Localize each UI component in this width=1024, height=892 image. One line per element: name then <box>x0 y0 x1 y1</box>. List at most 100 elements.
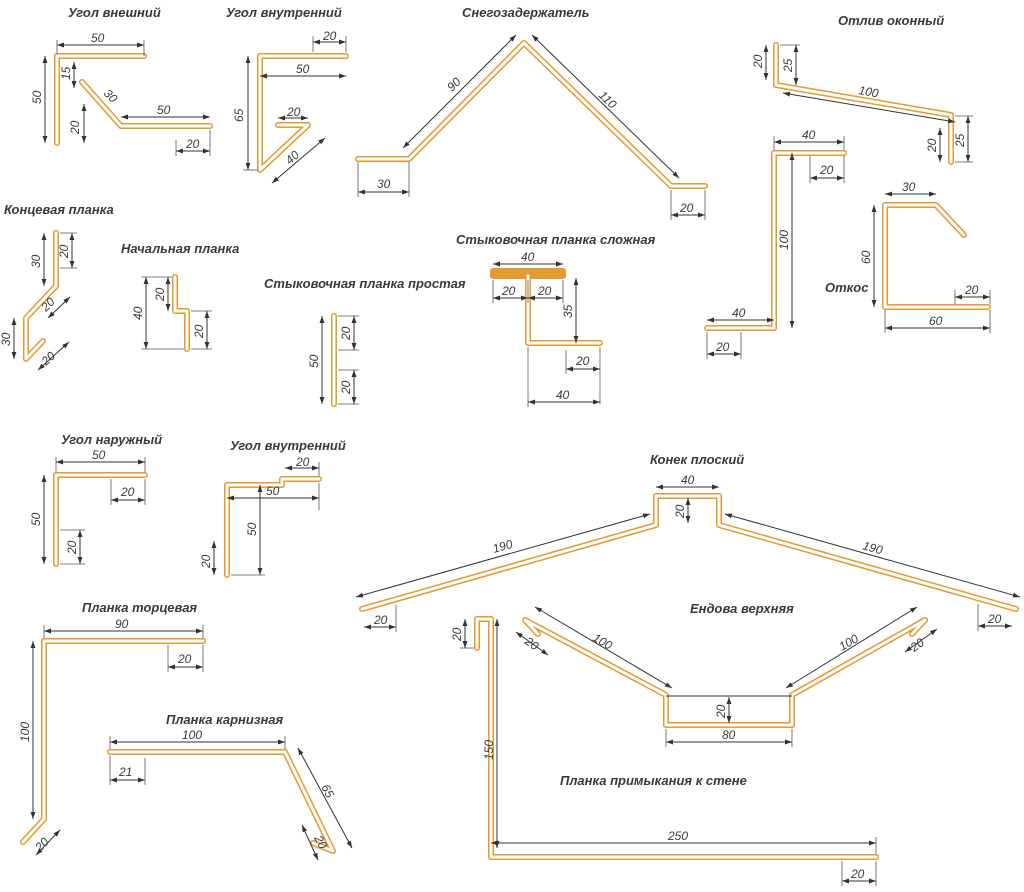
dim-label: 65 <box>318 782 337 801</box>
profile-ugol-naruzhnyy: Угол наружный 50 20 50 20 <box>29 432 162 567</box>
profile-endova-verkhnyaya: Ендова верхняя 100 100 20 20 20 80 <box>515 601 938 747</box>
dim-label: 20 <box>295 455 310 469</box>
dim-label: 100 <box>777 230 791 250</box>
dim-label: 20 <box>714 704 728 719</box>
profile-ugol-vnutrenniy: Угол внутренний 20 50 65 20 40 <box>226 5 349 184</box>
dim-label: 30 <box>377 177 391 191</box>
dim-label: 20 <box>185 137 200 151</box>
profile-otliv-okonnyy: Отлив оконный 20 25 100 20 25 <box>751 13 973 165</box>
dim-label: 20 <box>57 244 71 259</box>
dim-label: 100 <box>18 722 32 742</box>
title-planka-tortsevaya: Планка торцевая <box>82 600 197 615</box>
dim-label: 60 <box>859 250 873 264</box>
dim-label: 50 <box>91 31 105 45</box>
dim-label: 50 <box>266 484 280 498</box>
dim-label: 20 <box>38 349 58 369</box>
dim-label: 40 <box>802 128 816 142</box>
dim-label: 40 <box>283 148 303 168</box>
dim-label: 50 <box>92 448 106 462</box>
dim-label: 20 <box>68 120 82 135</box>
dim-label: 20 <box>339 380 353 395</box>
dim-label: 50 <box>296 62 310 76</box>
title-otkos: Откос <box>825 280 869 295</box>
title-snegozaderzhatel: Снегозадержатель <box>462 5 589 20</box>
dim-label: 20 <box>575 354 590 368</box>
dim-label: 20 <box>964 283 979 297</box>
dim-label: 20 <box>907 635 927 655</box>
dim-label: 20 <box>32 835 52 855</box>
dim-label: 25 <box>953 133 967 148</box>
dim-label: 110 <box>596 88 620 112</box>
title-stykovochnaya-slozhnaya: Стыковочная планка сложная <box>456 232 656 247</box>
dim-label: 50 <box>29 512 43 526</box>
dim-label: 90 <box>115 617 129 631</box>
profile-planka-primykaniya: Планка примыкания к стене 20 150 250 20 <box>450 616 879 886</box>
dim-label: 20 <box>286 105 301 119</box>
dim-label: 150 <box>482 740 496 760</box>
profile-z-planka: 40 20 100 40 20 <box>704 128 847 359</box>
profile-ugol-vneshniy: Угол внешний 50 50 15 20 30 50 20 <box>30 5 213 156</box>
title-stykovochnaya-prostaya: Стыковочная планка простая <box>264 276 466 291</box>
dim-label: 20 <box>679 201 694 215</box>
dim-label: 30 <box>902 180 916 194</box>
profile-stykovochnaya-prostaya: Стыковочная планка простая 50 20 20 <box>264 276 466 407</box>
profile-stykovochnaya-slozhnaya: Стыковочная планка сложная 40 20 20 35 2… <box>456 232 656 407</box>
profile-planka-tortsevaya: Планка торцевая 90 20 100 20 <box>18 600 206 856</box>
dim-label: 50 <box>30 90 44 104</box>
profile-snegozaderzhatel: Снегозадержатель 90 110 30 20 <box>355 5 708 220</box>
dim-label: 15 <box>59 66 73 80</box>
dim-label: 40 <box>556 388 570 402</box>
dim-label: 50 <box>157 103 171 117</box>
dim-label: 80 <box>722 728 736 742</box>
dim-label: 50 <box>245 522 259 536</box>
dim-label: 20 <box>192 324 206 339</box>
dim-label: 65 <box>232 108 246 122</box>
dim-label: 40 <box>131 306 145 320</box>
dim-label: 20 <box>537 284 552 298</box>
title-ugol-vnutrenniy-2: Угол внутренний <box>230 438 346 453</box>
dim-label: 100 <box>837 631 862 653</box>
title-nachalnaya-planka: Начальная планка <box>121 241 239 256</box>
title-otliv-okonnyy: Отлив оконный <box>838 13 944 28</box>
dim-label: 20 <box>339 326 353 341</box>
dim-label: 35 <box>561 304 575 318</box>
dim-label: 20 <box>715 340 730 354</box>
title-ugol-naruzhnyy: Угол наружный <box>61 432 162 447</box>
dim-label: 20 <box>501 284 516 298</box>
dim-label: 20 <box>65 540 79 555</box>
dim-label: 60 <box>929 314 943 328</box>
title-planka-primykaniya: Планка примыкания к стене <box>560 773 747 788</box>
profile-nachalnaya-planka: Начальная планка 40 20 20 <box>121 241 239 352</box>
dim-label: 20 <box>673 504 687 519</box>
title-endova-verkhnyaya: Ендова верхняя <box>690 601 794 616</box>
title-ugol-vnutrenniy: Угол внутренний <box>226 5 342 20</box>
title-ugol-vneshniy: Угол внешний <box>68 5 161 20</box>
dim-label: 190 <box>861 538 884 557</box>
dim-label: 250 <box>667 829 688 843</box>
dim-label: 20 <box>987 612 1002 626</box>
dim-label: 30 <box>0 332 13 346</box>
dim-label: 20 <box>751 54 765 69</box>
profile-otkos: Откос 30 60 20 60 <box>825 180 991 333</box>
dim-label: 21 <box>118 765 132 779</box>
title-kontsevaya-planka: Концевая планка <box>4 202 114 217</box>
dim-label: 190 <box>491 537 514 556</box>
title-planka-karniznaya: Планка карнизная <box>166 712 284 727</box>
dim-label: 20 <box>850 867 865 881</box>
profile-kontsevaya-planka: Концевая планка 30 20 20 30 20 <box>0 202 114 371</box>
title-konek-ploskiy: Конек плоский <box>650 452 744 467</box>
dim-label: 20 <box>177 652 192 666</box>
dim-label: 20 <box>521 633 541 653</box>
dim-label: 40 <box>732 306 746 320</box>
dim-label: 90 <box>444 75 464 95</box>
profile-planka-karniznaya: Планка карнизная 100 21 65 20 <box>107 712 353 861</box>
dim-label: 100 <box>857 83 879 100</box>
dim-label: 30 <box>29 254 43 268</box>
dim-label: 20 <box>373 613 388 627</box>
dim-label: 20 <box>925 138 939 153</box>
dim-label: 100 <box>591 630 616 652</box>
dim-label: 20 <box>322 29 337 43</box>
dim-label: 20 <box>819 163 834 177</box>
dim-label: 20 <box>153 287 167 302</box>
